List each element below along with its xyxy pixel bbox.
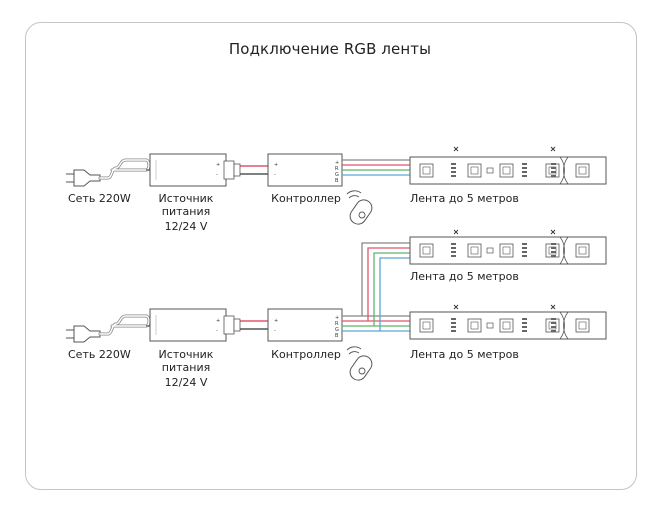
cut-mark-icon: [453, 229, 459, 235]
strip-label: Лента до 5 метров: [410, 270, 519, 283]
psu-voltage: 12/24 V: [165, 376, 208, 389]
power-supply: + -: [149, 153, 227, 187]
svg-text:B: B: [335, 178, 339, 184]
svg-text:G: G: [335, 327, 339, 333]
diagram-double-strip: + - + - + R G B: [64, 229, 607, 389]
strip-label: Лента до 5 метров: [410, 192, 519, 205]
psu-label: Источник: [159, 348, 214, 361]
led-strip: [409, 146, 607, 185]
mains-plug-icon: [64, 158, 151, 188]
controller-label: Контроллер: [271, 192, 341, 205]
mains-label: Сеть 220W: [68, 348, 131, 361]
mains-label: Сеть 220W: [68, 192, 131, 205]
psu-plus-terminal: +: [216, 318, 220, 324]
psu-label: Источник: [159, 192, 214, 205]
wire-branch-green: [373, 252, 412, 326]
cut-mark-icon: [550, 229, 556, 235]
psu-voltage: 12/24 V: [165, 220, 208, 233]
controller-plus-terminal: +: [274, 162, 278, 168]
cut-mark-icon: [550, 146, 556, 152]
psu-label-2: питания: [162, 205, 210, 218]
psu-minus-terminal: -: [216, 328, 218, 334]
cut-mark-icon: [453, 304, 459, 310]
svg-text:B: B: [335, 333, 339, 339]
remote-control-icon: [346, 190, 376, 228]
controller-label: Контроллер: [271, 348, 341, 361]
controller-minus-terminal: -: [274, 328, 276, 334]
connector: [223, 315, 235, 335]
wire-branch-blue: [379, 257, 412, 331]
cut-mark-icon: [453, 146, 459, 152]
svg-text:G: G: [335, 172, 339, 178]
svg-text:R: R: [335, 166, 339, 172]
psu-plus-terminal: +: [216, 162, 220, 168]
wire-branch-common: [361, 242, 412, 316]
led-strip: [409, 304, 607, 340]
wire-branch-red: [367, 247, 412, 321]
remote-control-icon: [346, 346, 376, 384]
psu-label-2: питания: [162, 361, 210, 374]
psu-minus-terminal: -: [216, 172, 218, 178]
diagram-title: Подключение RGB ленты: [228, 40, 432, 58]
svg-text:+: +: [335, 315, 339, 321]
svg-text:R: R: [335, 321, 339, 327]
power-supply: + -: [149, 308, 227, 342]
diagram-single-strip: + - + - + R G B: [64, 146, 607, 233]
controller: + - + R G B: [267, 308, 343, 342]
led-strip: [409, 229, 607, 265]
controller: + - + R G B: [267, 153, 343, 187]
cut-mark-icon: [550, 304, 556, 310]
svg-text:+: +: [335, 160, 339, 166]
mains-plug-icon: [64, 314, 151, 344]
controller-minus-terminal: -: [274, 172, 276, 178]
controller-plus-terminal: +: [274, 318, 278, 324]
strip-label: Лента до 5 метров: [410, 348, 519, 361]
connector: [223, 160, 235, 180]
